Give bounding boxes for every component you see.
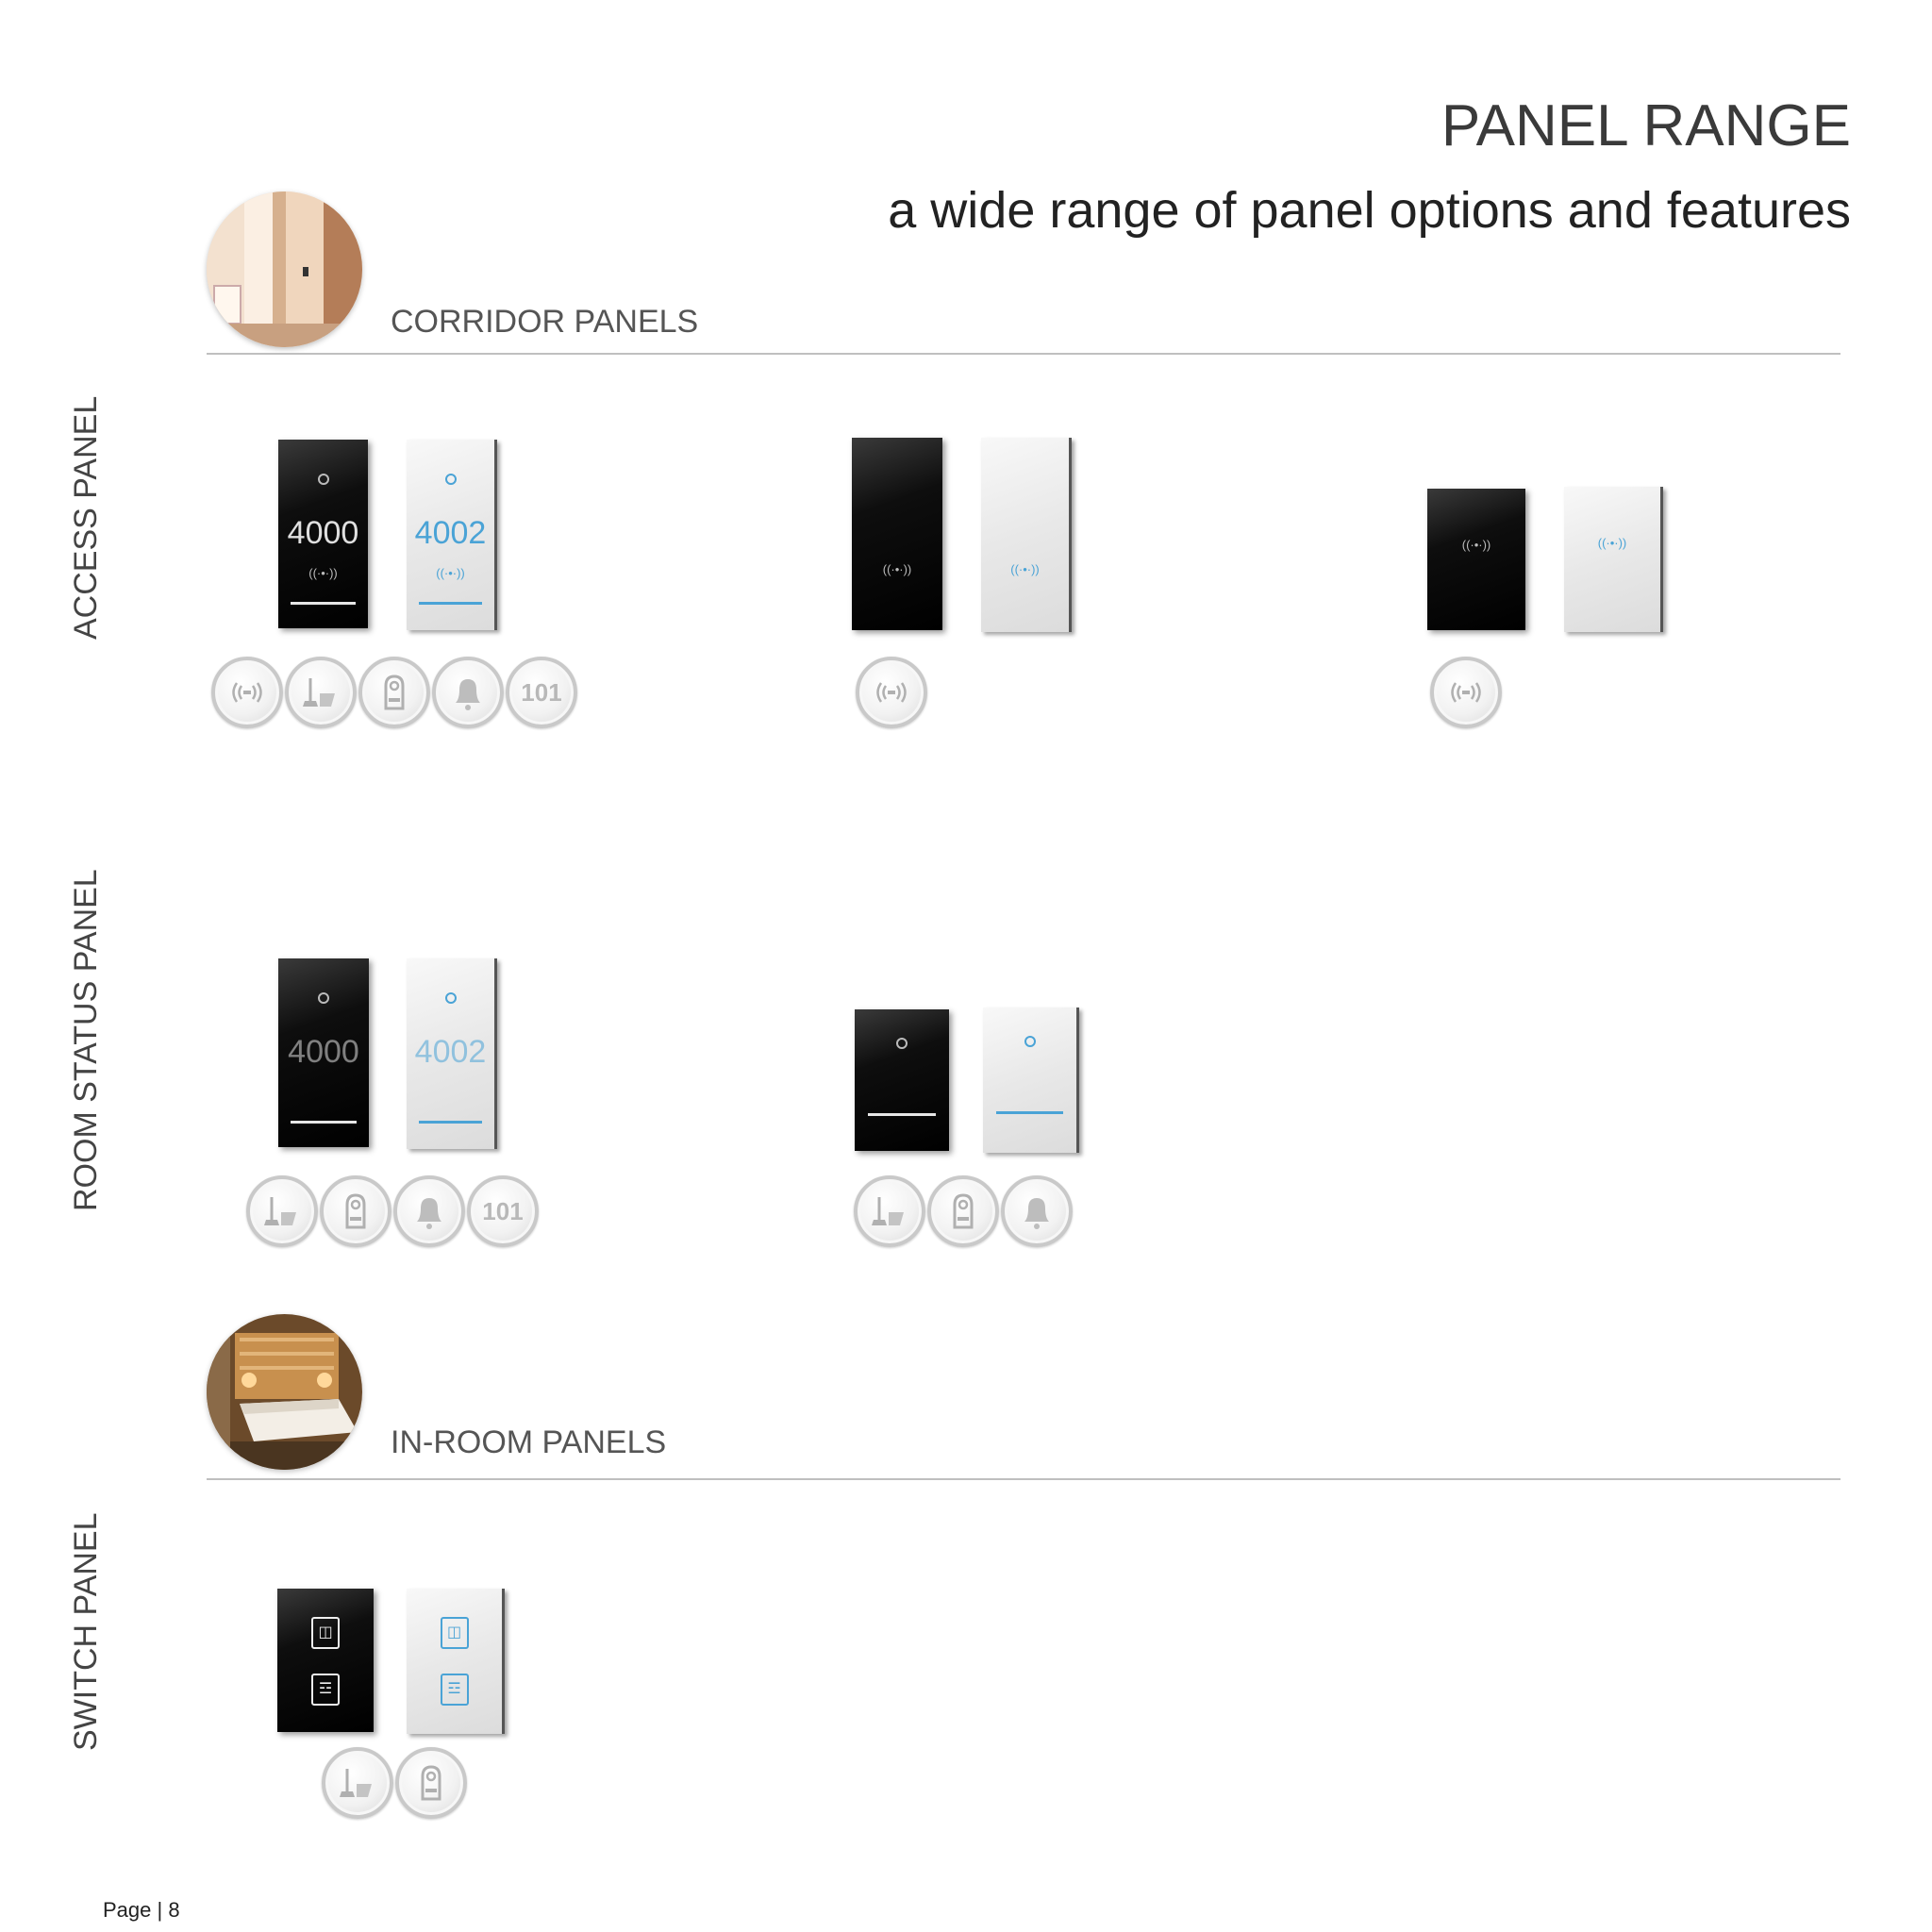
light-sensor-icon: [896, 1038, 908, 1049]
room-status-panel-label: ROOM STATUS PANEL: [68, 869, 104, 1211]
status-bar: [291, 1121, 357, 1124]
room-number: 4002: [414, 1034, 487, 1070]
access-panel-black-rfid: ((·•·)): [852, 438, 942, 630]
cleaning-mop-icon: [854, 1175, 925, 1247]
access-panel-white-numbered: 4002 ((·•·)): [407, 440, 497, 630]
access-feature-icons-3: [1430, 657, 1502, 728]
access-feature-icons-1: 101: [211, 657, 577, 728]
do-not-disturb-switch-icon: ◫: [311, 1617, 340, 1649]
light-sensor-icon: [444, 474, 457, 485]
room-status-panel-white-square: [983, 1008, 1079, 1153]
rfid-icon: ((·•·)): [882, 562, 912, 576]
do-not-disturb-hanger-icon: [927, 1175, 999, 1247]
rfid-feature-icon: [1430, 657, 1502, 728]
cleaning-switch-icon: ☲: [440, 1674, 469, 1706]
do-not-disturb-hanger-icon: [358, 657, 430, 728]
room-number-icon: 101: [467, 1175, 539, 1247]
corridor-photo-icon: [207, 192, 362, 347]
rfid-icon: ((·•·)): [308, 566, 338, 580]
room-status-feature-icons-1: 101: [246, 1175, 539, 1247]
access-panel-white-square: ((·•·)): [1564, 487, 1663, 632]
room-status-panel-black-square: [855, 1009, 949, 1151]
in-room-panels-label: IN-ROOM PANELS: [391, 1424, 667, 1460]
bedroom-photo-icon: [207, 1314, 362, 1470]
room-number: 4000: [288, 1034, 359, 1070]
page-number: Page | 8: [103, 1898, 180, 1922]
access-panel-black-square: ((·•·)): [1427, 489, 1525, 630]
page-title: PANEL RANGE: [1441, 93, 1851, 158]
status-bar: [868, 1113, 936, 1116]
page-subtitle: a wide range of panel options and featur…: [888, 182, 1851, 239]
do-not-disturb-hanger-icon: [320, 1175, 391, 1247]
light-sensor-icon: [318, 992, 329, 1004]
rfid-icon: ((·•·)): [1461, 538, 1491, 552]
doorbell-icon: [393, 1175, 465, 1247]
access-panel-label: ACCESS PANEL: [68, 395, 104, 640]
rfid-icon: ((·•·)): [1010, 562, 1040, 576]
in-room-divider: [207, 1478, 1840, 1480]
access-feature-icons-2: [856, 657, 927, 728]
do-not-disturb-hanger-icon: [395, 1747, 467, 1819]
light-sensor-icon: [317, 474, 329, 485]
cleaning-mop-icon: [285, 657, 357, 728]
status-bar: [419, 1121, 482, 1124]
room-status-panel-black-numbered: 4000: [278, 958, 369, 1147]
cleaning-mop-icon: [322, 1747, 393, 1819]
switch-panel-white: ◫ ☲: [407, 1589, 505, 1734]
status-bar: [291, 602, 356, 605]
room-number: 4002: [414, 515, 487, 551]
doorbell-icon: [1001, 1175, 1073, 1247]
rfid-icon: ((·•·)): [1597, 536, 1627, 550]
status-bar: [419, 602, 482, 605]
rfid-icon: ((·•·)): [436, 566, 465, 580]
rfid-feature-icon: [856, 657, 927, 728]
light-sensor-icon: [1024, 1036, 1036, 1047]
corridor-panels-label: CORRIDOR PANELS: [391, 304, 699, 340]
rfid-feature-icon: [211, 657, 283, 728]
cleaning-mop-icon: [246, 1175, 318, 1247]
corridor-divider: [207, 353, 1840, 355]
cleaning-switch-icon: ☲: [311, 1674, 340, 1706]
switch-feature-icons: [322, 1747, 467, 1819]
room-number: 4000: [287, 515, 359, 551]
room-number-icon: 101: [506, 657, 577, 728]
access-panel-black-numbered: 4000 ((·•·)): [278, 440, 368, 628]
do-not-disturb-switch-icon: ◫: [440, 1617, 469, 1649]
status-bar: [995, 1111, 1064, 1114]
switch-panel-black: ◫ ☲: [277, 1589, 374, 1732]
doorbell-icon: [432, 657, 504, 728]
access-panel-white-rfid: ((·•·)): [981, 438, 1072, 632]
room-status-feature-icons-2: [854, 1175, 1073, 1247]
switch-panel-label: SWITCH PANEL: [68, 1512, 104, 1751]
room-status-panel-white-numbered: 4002: [407, 958, 497, 1149]
light-sensor-icon: [444, 992, 457, 1004]
